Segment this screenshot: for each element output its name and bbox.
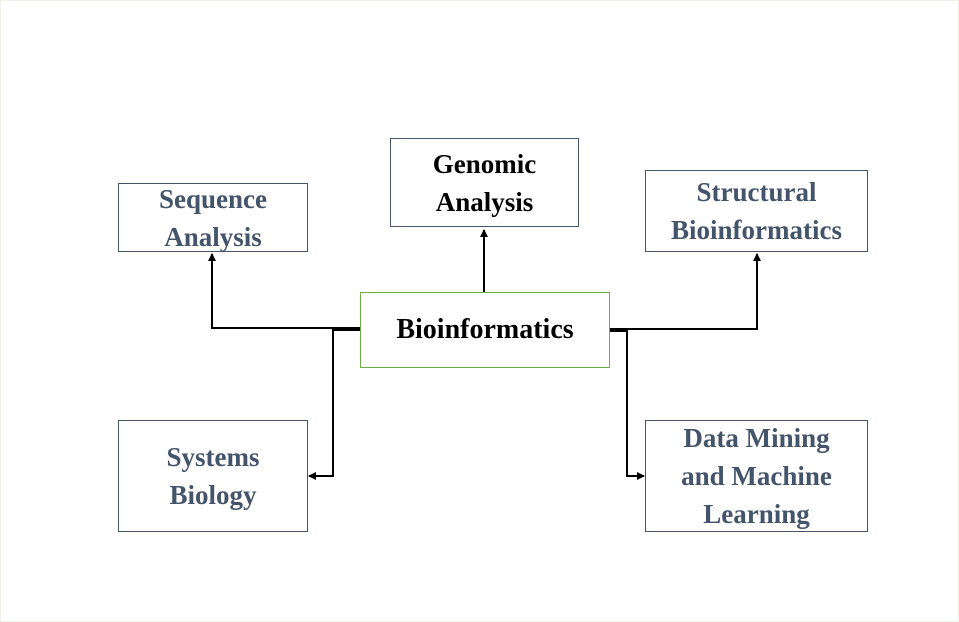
- connector-systems: [308, 329, 360, 480]
- node-systems-line-2: Biology: [169, 480, 257, 510]
- node-structural-bioinformatics: Structural Bioinformatics: [645, 170, 868, 252]
- node-sequence-line-1: Sequence: [159, 183, 267, 214]
- node-systems-line-1: Systems: [166, 442, 260, 472]
- node-bioinformatics-center: Bioinformatics: [360, 292, 610, 368]
- connector-structural: [610, 253, 761, 330]
- node-center-label: Bioinformatics: [396, 314, 574, 345]
- node-structural-line-1: Structural: [696, 177, 817, 207]
- node-data-mining-machine-learning: Data Mining and Machine Learning: [645, 420, 868, 532]
- node-systems-biology: Systems Biology: [118, 420, 308, 532]
- node-genomic-line-2: Analysis: [435, 186, 534, 217]
- node-sequence-line-2: Analysis: [164, 221, 262, 252]
- node-genomic-line-1: Genomic: [432, 148, 537, 179]
- node-sequence-analysis: Sequence Analysis: [118, 183, 308, 252]
- node-datamining-line-3: Learning: [703, 499, 810, 529]
- node-genomic-analysis: Genomic Analysis: [390, 138, 579, 227]
- connector-sequence: [208, 253, 360, 329]
- node-structural-line-2: Bioinformatics: [671, 215, 842, 245]
- node-datamining-line-2: and Machine: [681, 461, 832, 491]
- node-datamining-line-1: Data Mining: [683, 423, 830, 453]
- connector-datamining: [610, 330, 645, 480]
